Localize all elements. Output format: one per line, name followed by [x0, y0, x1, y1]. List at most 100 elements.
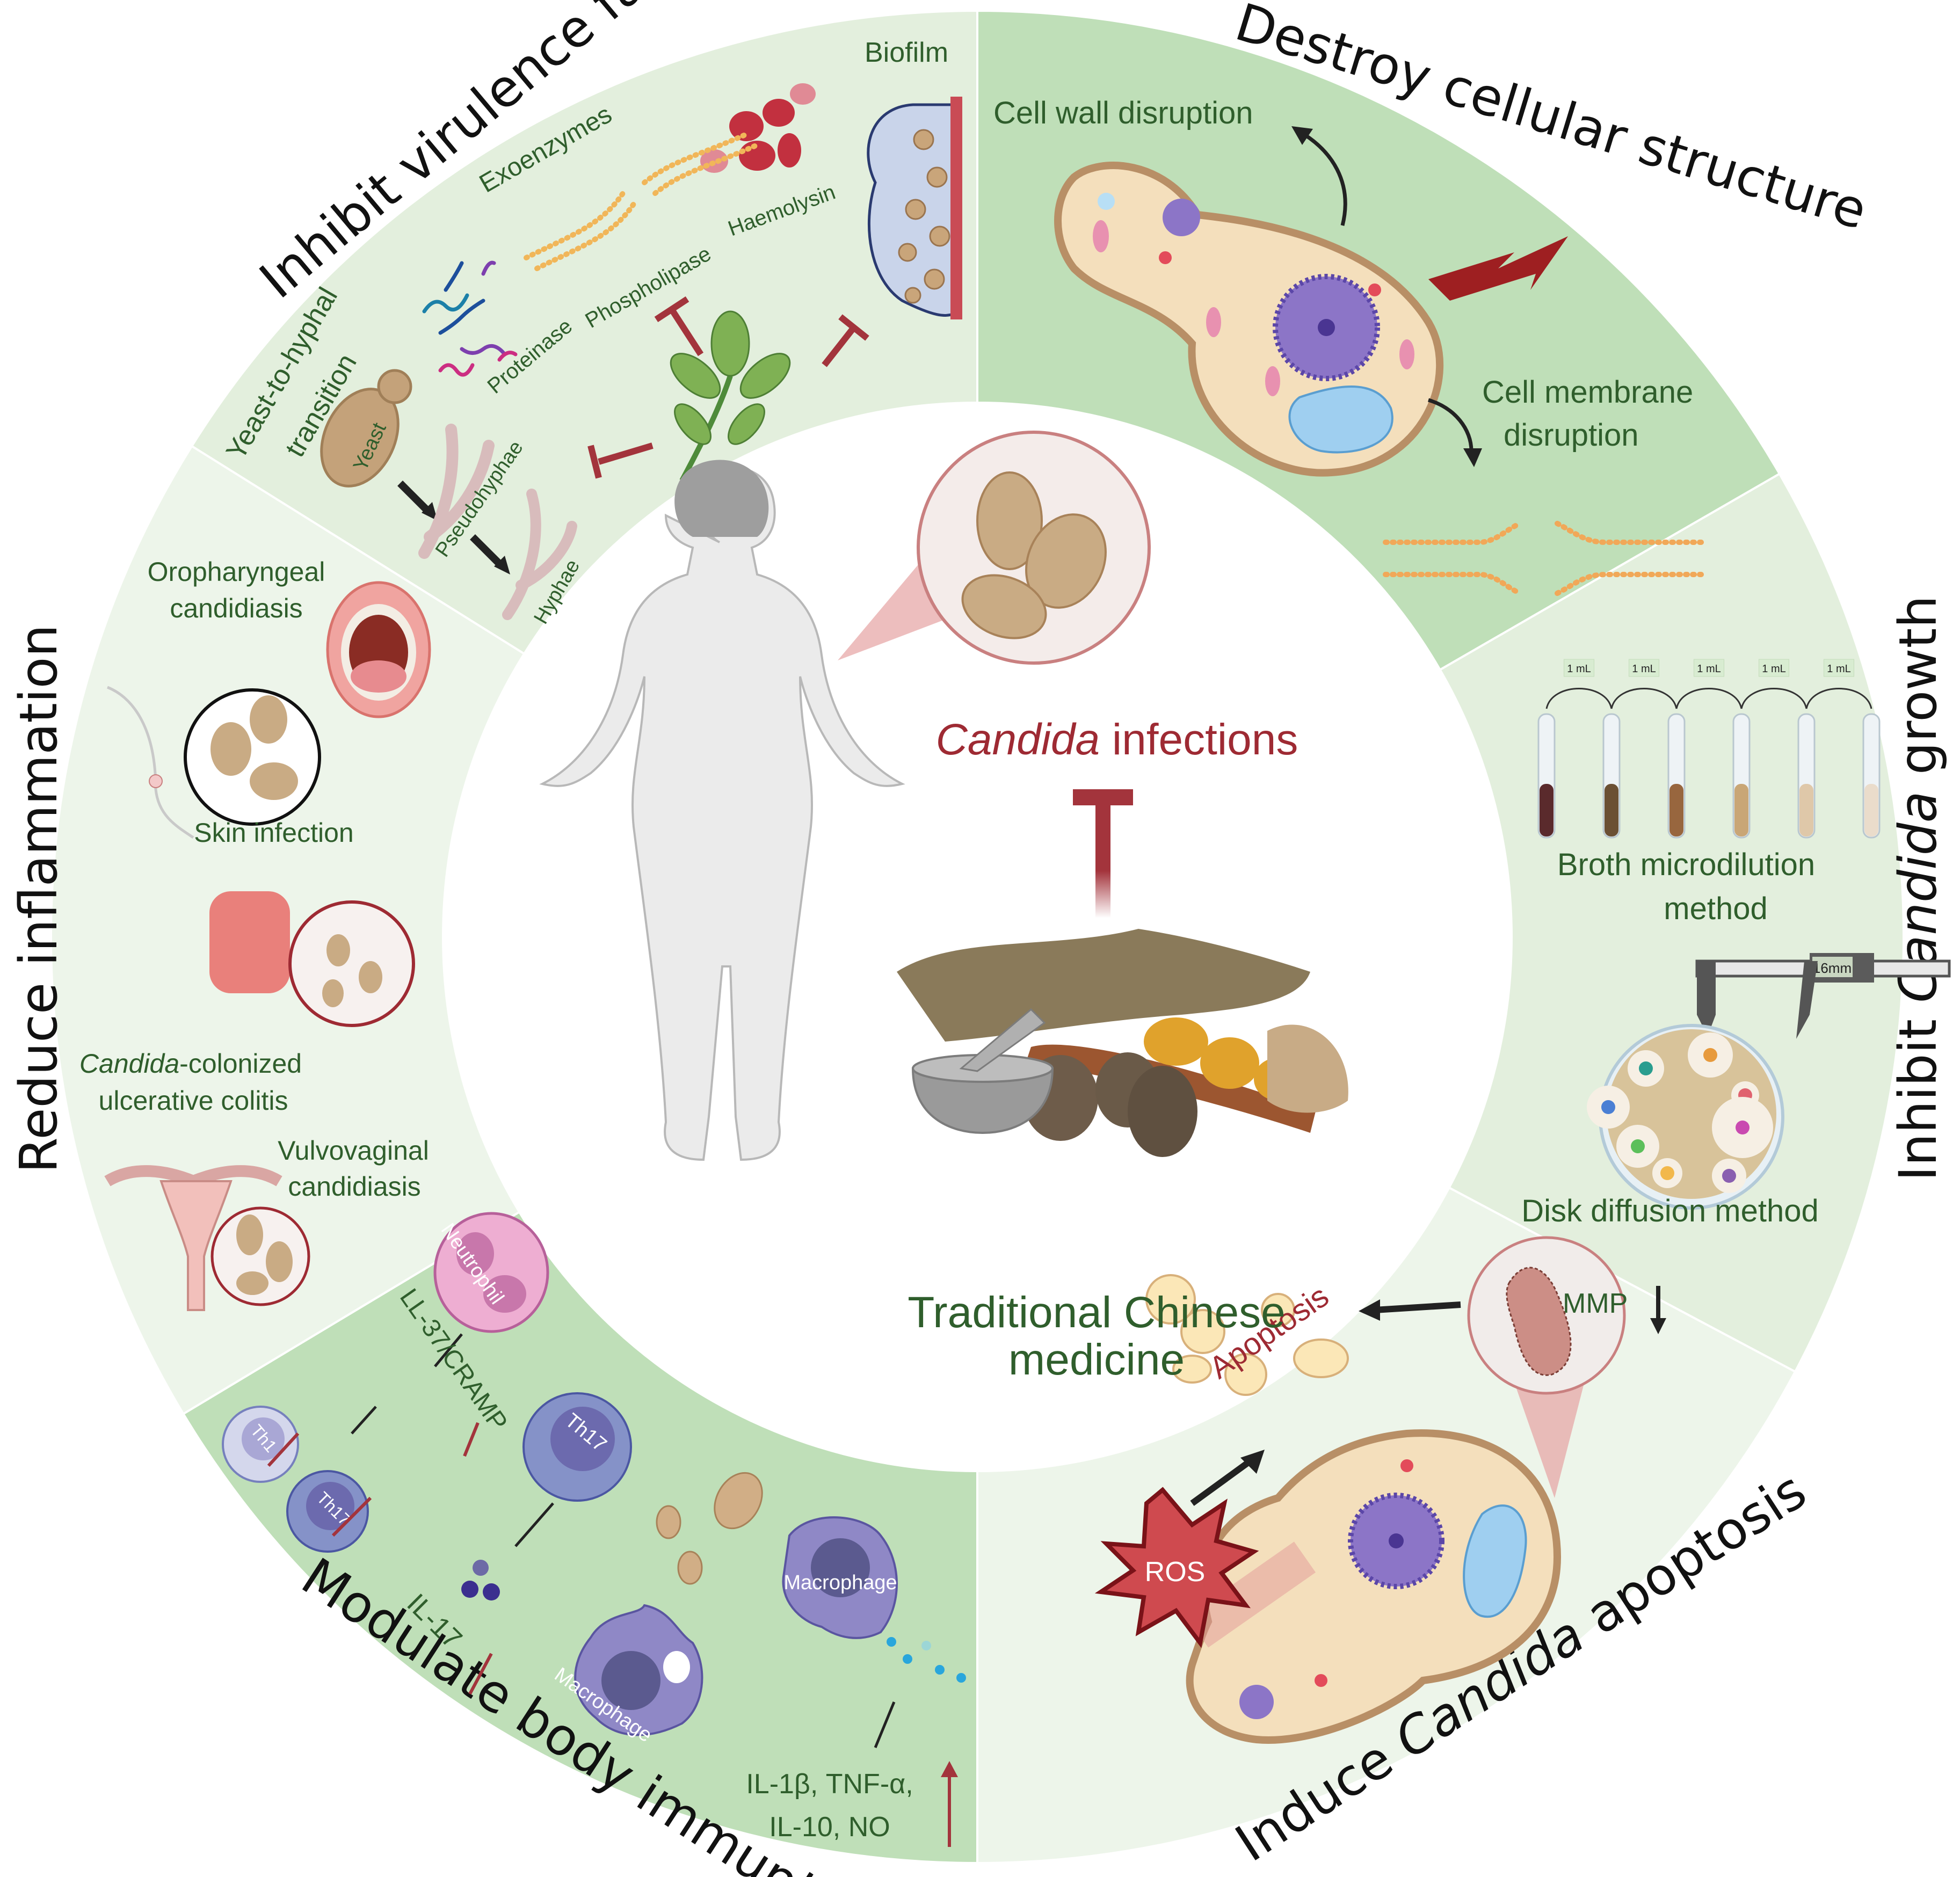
up-arrow-icon: [463, 1422, 480, 1457]
inhibition-t-bar-icon: [1073, 789, 1133, 918]
arrow-icon: [514, 1502, 554, 1547]
arrow-icon: [397, 481, 432, 515]
transfer-volume-label: 1 mL: [1762, 663, 1785, 675]
caliper-reading: 16mm: [1813, 960, 1852, 976]
arrow-icon: [1427, 398, 1473, 452]
transfer-arrow-icon: [1610, 688, 1678, 709]
th17-cell-icon: Th17: [286, 1470, 372, 1553]
arrow-icon: [874, 1701, 896, 1748]
inhibition-icon: [587, 296, 869, 479]
center-content: Candida infections Traditional Chinese m…: [539, 431, 1348, 1384]
transfer-arrow-icon: [1740, 688, 1807, 709]
arrow-icon: [1298, 129, 1347, 226]
test-tube-icon: [1537, 713, 1556, 839]
label-cytokines-line1: IL-1β, TNF-α,: [746, 1769, 913, 1800]
antifungal-disk: [1639, 1061, 1653, 1075]
label-oro-line2: candidiasis: [170, 593, 302, 623]
neutrophil-icon: Neutrophil: [433, 1212, 549, 1333]
label-ros: ROS: [1145, 1556, 1206, 1588]
antifungal-disk: [1660, 1166, 1674, 1180]
test-tube-icon: [1732, 713, 1751, 839]
mitochondrion-magnifier-icon: [1467, 1236, 1626, 1498]
test-tube-icon: [1667, 713, 1686, 839]
candida-cell-icon: [1054, 162, 1444, 477]
label-cell-wall: Cell wall disruption: [993, 96, 1253, 130]
label-skin-infection: Skin infection: [194, 818, 353, 848]
th1-cell-icon: Th1: [222, 1406, 300, 1483]
open-mouth-icon: [326, 581, 431, 718]
yeast-magnifier-icon: [184, 688, 321, 826]
label-disk-diffusion: Disk diffusion method: [1521, 1194, 1818, 1228]
th17-cell-icon: Th17: [522, 1392, 632, 1502]
mmp-down-arrow-icon: [1650, 1286, 1666, 1334]
arrow-icon: [351, 1406, 377, 1435]
ros-burst-icon: ROS: [1094, 1487, 1259, 1648]
caliper-icon: 16mm: [1695, 953, 1951, 1039]
arrow-head-icon: [1359, 1299, 1380, 1321]
antifungal-disk: [1601, 1100, 1615, 1114]
transfer-volume-box: [1694, 659, 1724, 677]
arrow-head-icon: [1240, 1450, 1265, 1474]
pseudohyphae-icon: [418, 424, 495, 559]
proteins-icon: [422, 260, 518, 377]
label-colitis-line1: Candida-colonized: [79, 1049, 302, 1079]
transfer-volume-label: 1 mL: [1697, 663, 1721, 675]
label-macrophage-b: Macrophage: [783, 1572, 897, 1594]
broken-membrane-icon: [1383, 521, 1705, 596]
female-body-icon: [539, 460, 905, 1161]
apoptosis-content: Apoptosis ROS MMP: [1094, 1236, 1666, 1744]
label-broth-line1: Broth microdilution: [1557, 847, 1815, 882]
label-broth-line2: method: [1664, 891, 1767, 926]
label-oro-line1: Oropharyngeal: [148, 557, 325, 587]
transfer-arrow-icon: [1675, 688, 1743, 709]
segment-inhibit-virulence: [190, 9, 978, 656]
label-tcm-line1: Traditional Chinese: [908, 1288, 1285, 1337]
ros-beam: [1186, 1541, 1316, 1648]
herbal-medicine-icon: [897, 929, 1348, 1157]
arrow-head-icon: [1291, 126, 1313, 145]
transfer-volume-box: [1759, 659, 1789, 677]
label-biofilm: Biofilm: [865, 37, 948, 68]
transfer-volume-label: 1 mL: [1827, 663, 1850, 675]
yeast-cell-icon: [320, 369, 412, 488]
lightning-icon: [1428, 236, 1568, 301]
transfer-volume-box: [1629, 659, 1659, 677]
macrophage-icon: Macrophage: [782, 1516, 898, 1639]
arrow-head-icon: [1463, 448, 1482, 467]
label-mmp: MMP: [1563, 1288, 1628, 1319]
test-tube-icon: [1862, 713, 1881, 839]
il17-molecules-icon: [461, 1560, 500, 1600]
label-vvc-line1: Vulvovaginal: [278, 1136, 429, 1166]
colon-icon: [209, 891, 415, 1027]
biofilm-icon: [867, 97, 962, 319]
transfer-arrow-icon: [1805, 688, 1872, 709]
inflammation-content: Oropharyngeal candidiasis Skin infection: [79, 557, 431, 1311]
destroy-content: Cell wall disruption Cell membrane disru…: [993, 96, 1705, 596]
antifungal-disk: [1722, 1169, 1736, 1183]
transfer-volume-box: [1564, 659, 1594, 677]
cytokine-dots-icon: [887, 1637, 966, 1683]
up-arrow-icon: [468, 1653, 493, 1695]
test-tube-icon: [1797, 713, 1816, 839]
arrow-icon: [470, 534, 505, 569]
yeast-magnifier-icon: [210, 1206, 310, 1306]
label-colitis-line2: ulcerative colitis: [99, 1086, 288, 1116]
arrow-head-icon: [494, 556, 510, 574]
test-tube-icon: [1602, 713, 1621, 839]
transfer-arrow-icon: [1545, 688, 1613, 709]
petri-dish-icon: [1587, 1024, 1784, 1210]
herb-leaf-icon: [670, 310, 791, 482]
label-cytokines-line2: IL-10, NO: [769, 1811, 890, 1843]
transfer-volume-label: 1 mL: [1632, 663, 1656, 675]
yeast-group-icon: [656, 1472, 763, 1585]
antifungal-disk: [1736, 1121, 1750, 1134]
uterus-icon: [104, 1165, 282, 1311]
arm-skin-icon: [107, 686, 194, 839]
title-inhibit-growth: Inhibit Candida growth: [1888, 595, 1948, 1181]
up-arrow-head-icon: [941, 1761, 958, 1777]
lipid-bilayer-icon: [524, 132, 760, 271]
label-vvc-line2: candidiasis: [288, 1172, 420, 1202]
